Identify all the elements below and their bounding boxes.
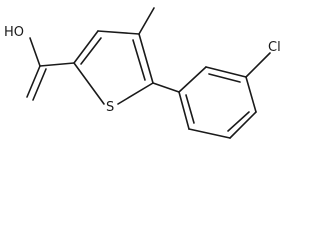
sulfur-label: S [106, 100, 114, 115]
bond-p4-p5 [229, 111, 257, 139]
bond-c2-c3 [73, 30, 99, 64]
benzene-ring [178, 66, 257, 139]
bond-p1-p2 [178, 66, 207, 93]
bond-c2-ccooh [39, 62, 75, 67]
bond-p2-p3 [205, 66, 247, 78]
bond-p4-p5-inner [227, 111, 250, 132]
bond-p5-p6 [188, 128, 231, 139]
chemical-structure-diagram: HO S Cl [4, 7, 281, 139]
hydroxyl-label: HO [4, 25, 24, 40]
bond-c-cl [245, 52, 271, 78]
bond-p2-p3-inner [208, 73, 241, 83]
bond-c-o-double-b [32, 68, 47, 101]
chlorine-label: Cl [268, 40, 281, 55]
bond-p6-p1 [178, 91, 190, 130]
bond-c4-c5-inner [132, 39, 146, 81]
bond-p6-p1-inner [185, 94, 195, 124]
bond-s-c2 [73, 62, 105, 105]
bond-c-o-double-a [26, 65, 41, 98]
carboxylic-acid-group [26, 37, 75, 101]
bond-methyl [138, 7, 155, 35]
bond-c2-c3-inner [80, 37, 102, 65]
bond-c4-c5 [138, 33, 154, 84]
bond-p3-p4 [245, 76, 257, 113]
bond-c5-s [117, 82, 154, 105]
bond-c3-c4 [97, 30, 140, 35]
bond-thiophene-phenyl [152, 82, 180, 93]
thiophene-ring [73, 30, 154, 105]
bond-c-oh [29, 37, 41, 67]
